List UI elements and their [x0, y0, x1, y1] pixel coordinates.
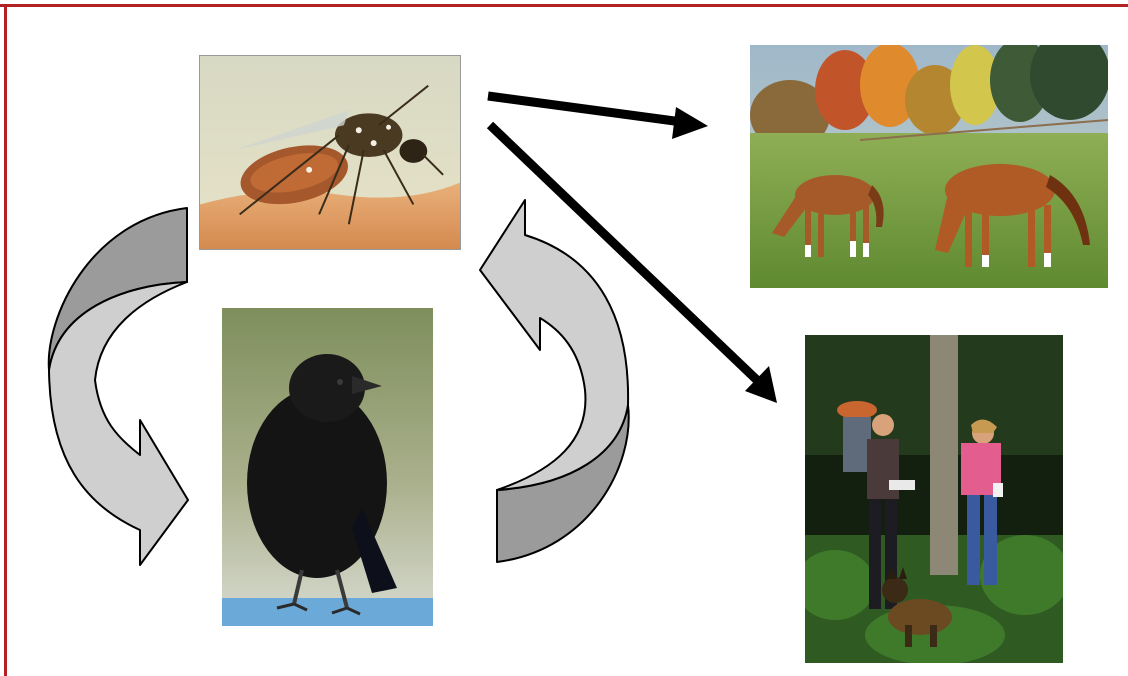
- arrow-crow-to-mosquito: [480, 200, 629, 562]
- arrow-mosquito-to-horses: [488, 96, 708, 139]
- arrow-mosquito-to-crow: [49, 208, 188, 565]
- horses-photo: [750, 45, 1108, 288]
- hikers-photo: [805, 335, 1063, 663]
- arrow-mosquito-to-hikers: [490, 125, 777, 403]
- frame-top-border: [0, 4, 1128, 7]
- crow-photo: [222, 308, 433, 626]
- frame-left-border: [4, 4, 7, 676]
- mosquito-photo: [199, 55, 461, 250]
